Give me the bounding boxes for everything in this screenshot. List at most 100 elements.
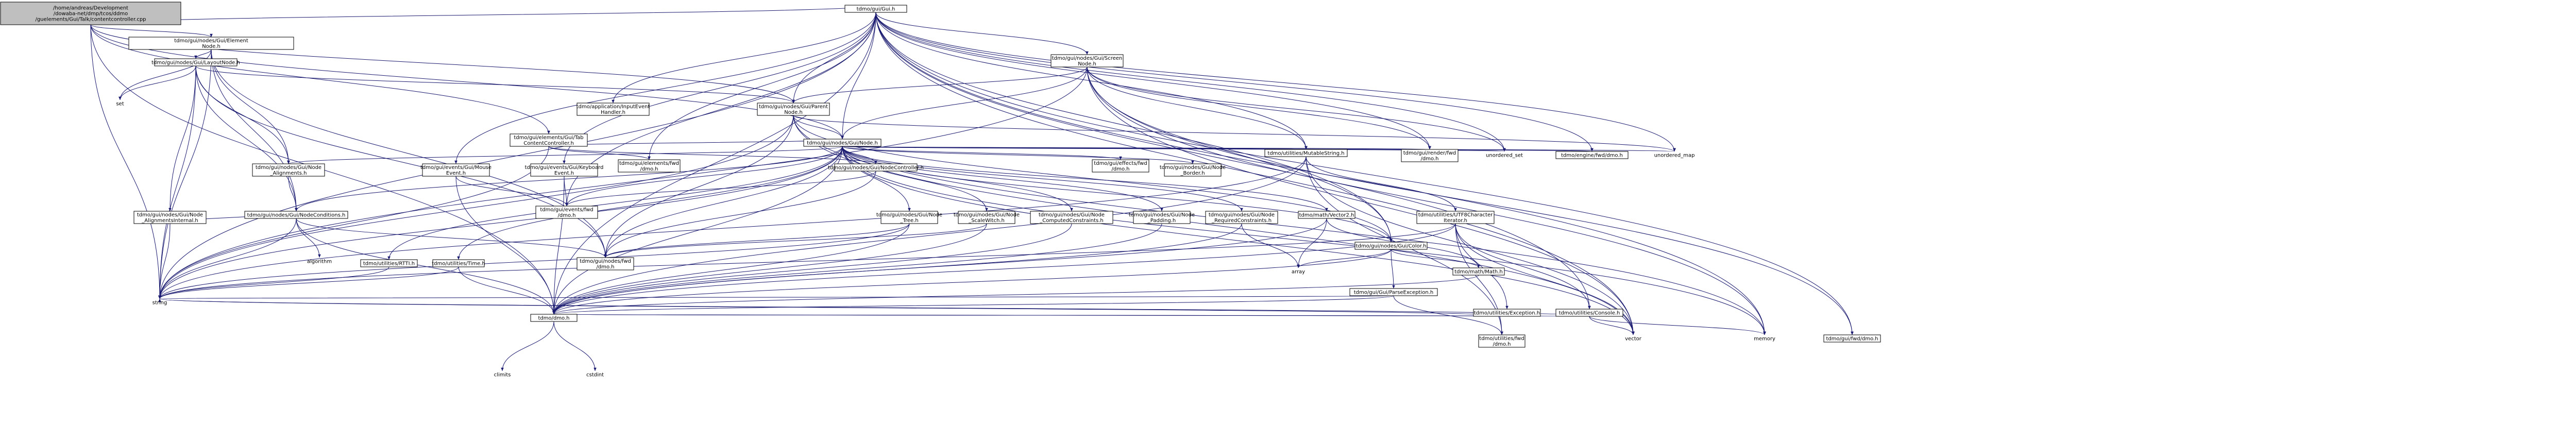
node-label-line: vector [1625, 336, 1642, 342]
include-edge-screennode-to-guinode [841, 66, 1088, 140]
include-edge-gui-to-mutablestring [875, 12, 1308, 150]
node-root[interactable]: /home/andreas/Development/dowaba-net/dmp… [0, 2, 181, 25]
include-edge-guinode-to-padding [842, 146, 1163, 212]
include-edge-scalewitch-to-nodesfwd [604, 223, 987, 258]
include-edge-gui-to-guinode [841, 12, 876, 140]
node-alignments[interactable]: tdmo/gui/nodes/Gui/Node_Alignments.h [252, 163, 325, 177]
node-computed[interactable]: tdmo/gui/nodes/Gui/Node_ComputedConstrai… [1030, 211, 1113, 224]
include-edge-guinode-to-scalewitch [842, 146, 988, 212]
include-edge-layoutnode-to-set [118, 65, 196, 100]
node-cstdint: cstdint [586, 372, 604, 378]
node-label-line: ContentController.h [523, 141, 574, 146]
node-label-line: tdmo/gui/nodes/Gui/NodeConditions.h [247, 213, 346, 218]
node-rtti[interactable]: tdmo/utilities/RTTI.h [360, 259, 418, 267]
include-edge-guinode-to-nodetree [842, 146, 911, 212]
node-label-line: tdmo/gui/nodes/Gui/Node [1039, 212, 1105, 218]
node-label-line: tdmo/gui/fwd/dmo.h [1826, 336, 1878, 342]
include-edge-parseexception-to-utilitiesfwd [1393, 295, 1503, 335]
node-exception[interactable]: tdmo/utilities/Exception.h [1473, 309, 1541, 317]
node-elementsfwd[interactable]: tdmo/gui/elements/fwd/dmo.h [618, 159, 681, 173]
node-label-line: tdmo/gui/nodes/Gui/Screen [1052, 56, 1122, 61]
include-edge-utf8-to-dmotime [552, 223, 1456, 315]
node-label-line: _Tree.h [900, 218, 918, 224]
node-guinode[interactable]: tdmo/gui/nodes/Gui/Node.h [803, 139, 882, 147]
node-tabcontent[interactable]: tdmo/gui/elements/Gui/TabContentControll… [510, 133, 588, 147]
node-memory: memory [1754, 336, 1775, 342]
include-edge-rtti-to-string [158, 266, 389, 299]
node-guicolor[interactable]: tdmo/gui/nodes/Gui/Color.h [1354, 242, 1428, 250]
node-label-line: tdmo/gui/nodes/Gui/Color.h [1356, 244, 1427, 249]
include-edge-gui-to-screennode [875, 12, 1089, 55]
include-edge-console-to-memory [1589, 316, 1766, 335]
node-label-line: tdmo/gui/nodes/fwd [580, 259, 631, 264]
node-alignmentsinternal[interactable]: tdmo/gui/nodes/Gui/Node_AlignmentsIntern… [133, 211, 207, 224]
node-label-line: tdmo/gui/nodes/Gui/Node [954, 212, 1020, 218]
node-renderfwd[interactable]: tdmo/gui/render/fwd/dmo.h [1401, 149, 1459, 162]
node-gui[interactable]: tdmo/gui/Gui.h [844, 5, 907, 13]
include-edge-mathvector-to-dmotime [552, 218, 1327, 315]
node-conditions[interactable]: tdmo/gui/nodes/Gui/NodeConditions.h [244, 211, 348, 219]
node-unordered_map: unordered_map [1654, 153, 1695, 159]
node-mathvector[interactable]: tdmo/math/Vector2.h [1298, 211, 1355, 219]
include-edge-parseexception-to-string [159, 295, 1394, 299]
include-edge-guinode-to-eventsfwd [565, 146, 843, 207]
node-enginefwd[interactable]: tdmo/engine/fwd/dmo.h [1555, 151, 1629, 159]
node-label-line: memory [1754, 336, 1775, 342]
node-label-line: tdmo/gui/events/fwd [540, 207, 593, 213]
include-edge-dmotime-to-cstdint [553, 321, 597, 371]
node-time[interactable]: tdmo/utilities/Time.h [432, 259, 485, 267]
include-nodes: /home/andreas/Development/dowaba-net/dmp… [0, 2, 1881, 378]
include-edge-conditions-to-string [158, 218, 297, 299]
node-mutablestring[interactable]: tdmo/utilities/MutableString.h [1264, 149, 1348, 157]
node-dmotime[interactable]: tdmo/dmo.h [530, 314, 578, 322]
node-utilitiesfwd[interactable]: tdmo/utilities/fwd/dmo.h [1478, 334, 1526, 348]
node-climits: climits [494, 372, 511, 378]
include-edge-keyboardevent-to-eventsfwd [564, 176, 568, 207]
node-eventsfwd[interactable]: tdmo/gui/events/fwd/dmo.h [535, 206, 598, 219]
include-edge-layoutnode-to-parentnode [195, 65, 795, 104]
node-label-line: tdmo/gui/nodes/Gui/Node [1160, 165, 1226, 171]
include-edge-screennode-to-vector [1087, 66, 1635, 335]
node-console[interactable]: tdmo/utilities/Console.h [1555, 309, 1623, 317]
include-edge-gui-to-parentnode [792, 12, 876, 104]
node-mathmath[interactable]: tdmo/math/Math.h [1452, 267, 1505, 276]
include-edge-conditions-to-dmotime [296, 218, 555, 315]
node-label-line: _Padding.h [1147, 218, 1176, 224]
node-string: string [152, 300, 167, 306]
node-label-line: Node.h [784, 110, 803, 115]
include-edge-guinode-to-nodesfwd [604, 146, 843, 258]
node-layoutnode[interactable]: tdmo/gui/nodes/Gui/LayoutNode.h [151, 58, 240, 66]
node-label-line: tdmo/utilities/UTF8Character [1418, 212, 1493, 218]
node-effectsfwd[interactable]: tdmo/gui/effects/fwd/dmo.h [1092, 159, 1149, 173]
include-edge-guinode-to-rtti [387, 146, 843, 260]
node-nodecontroller[interactable]: tdmo/gui/nodes/Gui/NodeController.h [828, 163, 924, 172]
include-edge-gui-to-unordered_map [875, 12, 1676, 152]
include-edge-gui-to-console [875, 12, 1591, 310]
node-label-line: tdmo/dmo.h [538, 316, 569, 321]
node-label-line: tdmo/gui/Gui/ParseException.h [1354, 290, 1433, 296]
node-label-line: /guelements/Gui/Talk/contentcontroller.c… [35, 17, 146, 23]
node-parseexception[interactable]: tdmo/gui/Gui/ParseException.h [1349, 288, 1438, 296]
node-nodesfwd[interactable]: tdmo/gui/nodes/fwd/dmo.h [577, 257, 634, 270]
node-requiredconstraints[interactable]: tdmo/gui/nodes/Gui/Node_RequiredConstrai… [1205, 211, 1278, 224]
include-edge-scalewitch-to-dmotime [552, 223, 987, 315]
node-label-line: /dmo.h [1421, 156, 1439, 162]
node-label-line: unordered_set [1486, 153, 1523, 159]
node-guifwd[interactable]: tdmo/gui/fwd/dmo.h [1823, 334, 1881, 343]
node-label-line: /dmo.h [1112, 166, 1130, 172]
node-scalewitch[interactable]: tdmo/gui/nodes/Gui/Node_ScaleWitch.h [954, 211, 1020, 224]
node-nodetree[interactable]: tdmo/gui/nodes/Gui/Node_Tree.h [876, 211, 942, 224]
node-label-line: tdmo/gui/Gui.h [857, 7, 895, 12]
node-borders[interactable]: tdmo/gui/nodes/Gui/Node_Border.h [1160, 163, 1226, 177]
node-padding[interactable]: tdmo/gui/nodes/Gui/Node_Padding.h [1129, 211, 1195, 224]
include-edge-mathmath-to-dmotime [552, 275, 1479, 315]
include-edge-guielement-to-alignments [211, 49, 290, 164]
